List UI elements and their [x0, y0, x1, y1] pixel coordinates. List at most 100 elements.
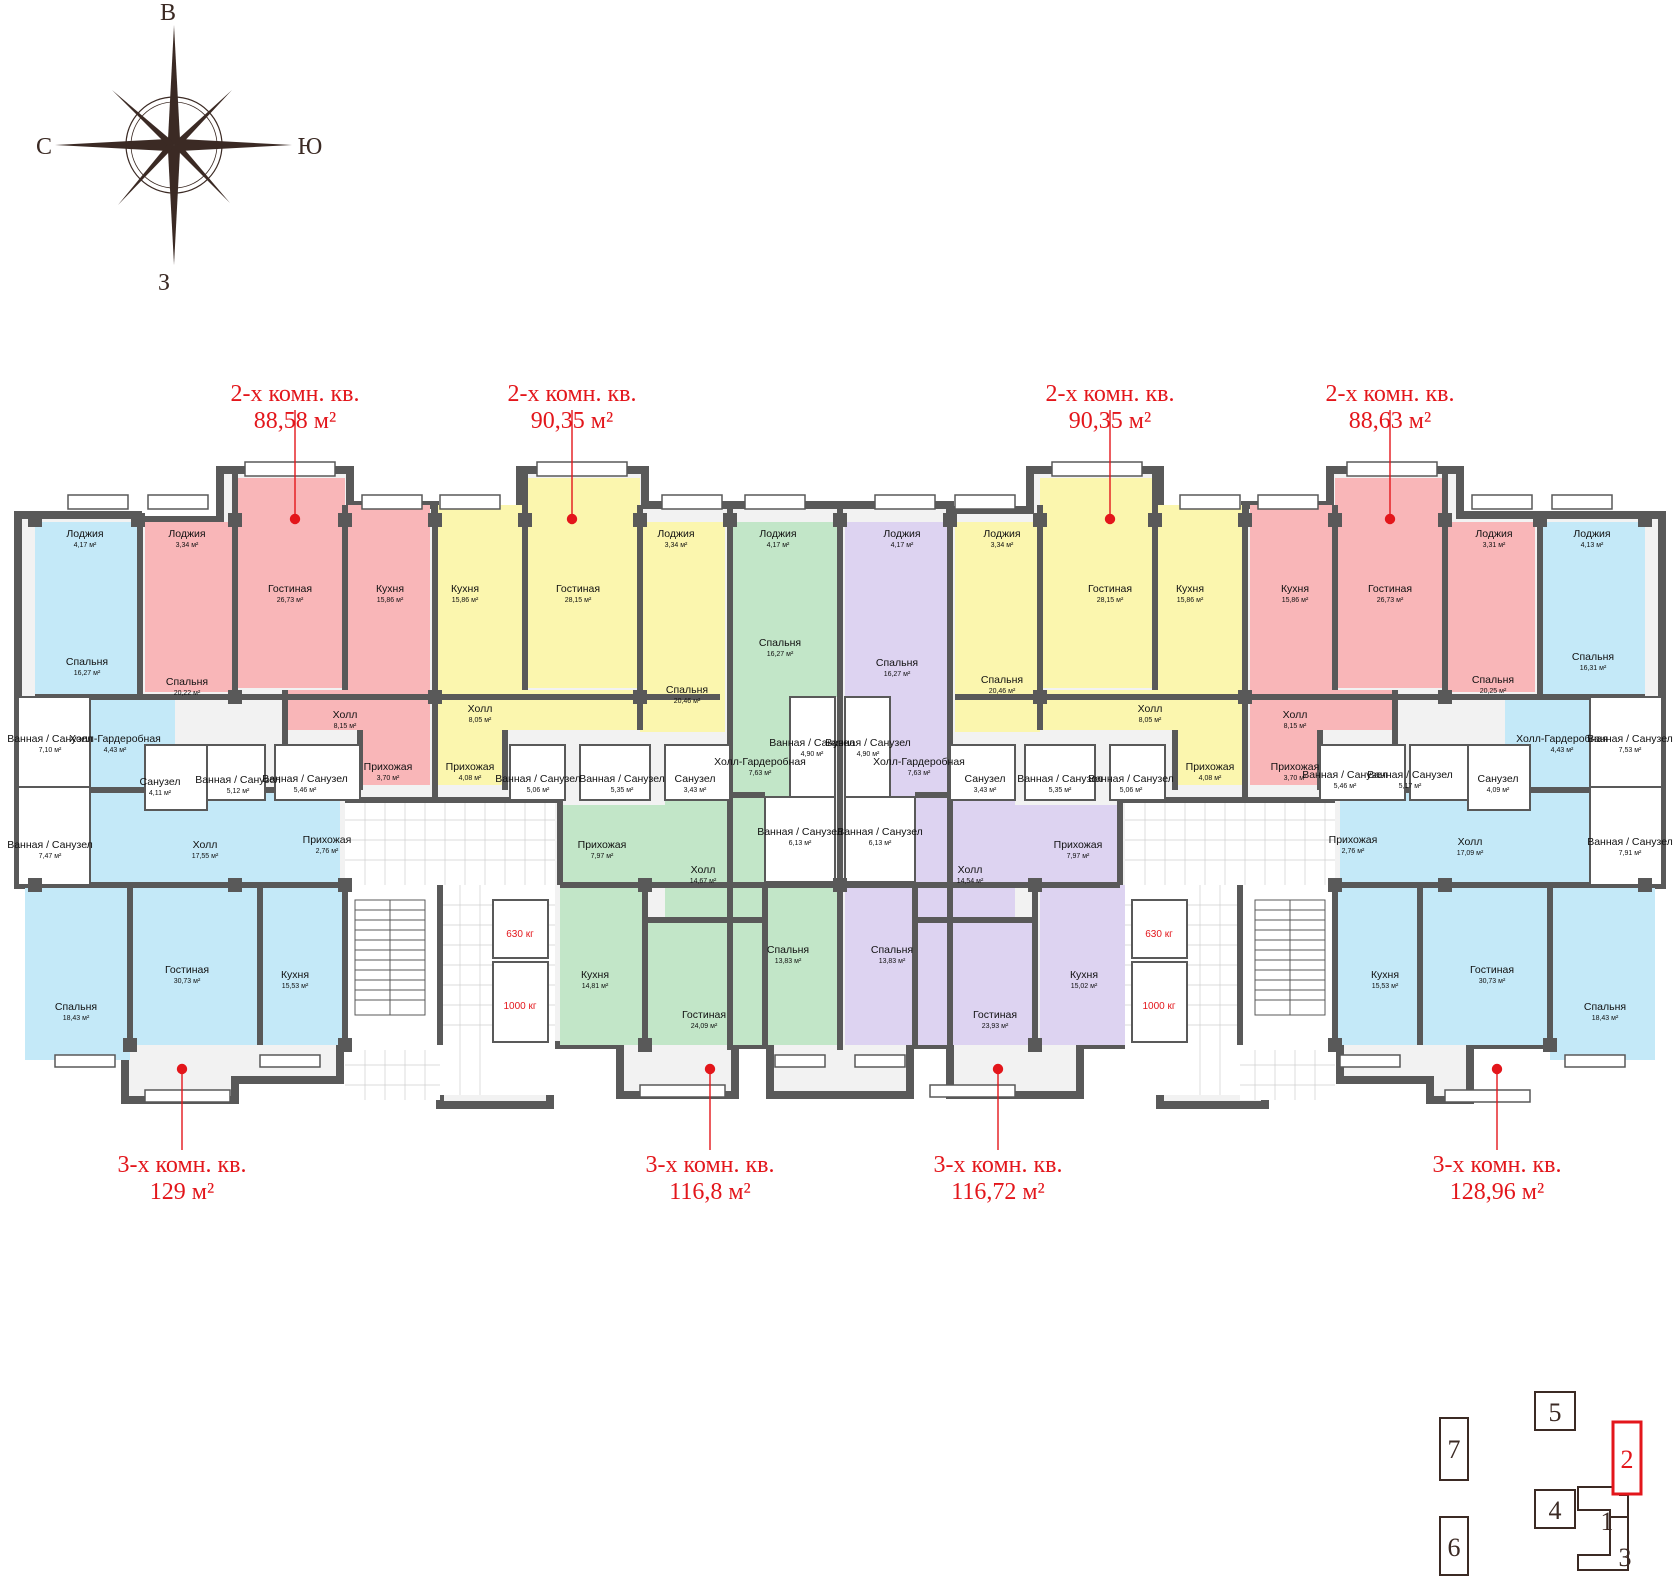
structural-column: [228, 690, 242, 704]
room-name: Лоджия: [1573, 528, 1610, 540]
apartment-1-title: 2-х комн. кв.: [231, 381, 360, 407]
structural-column: [638, 878, 652, 892]
room-area: 15,86 м²: [1282, 597, 1309, 604]
room-name: Лоджия: [1475, 528, 1512, 540]
room-name: Ванная / Санузел: [1587, 836, 1673, 848]
apartment-6-title: 3-х комн. кв.: [646, 1152, 775, 1178]
room-name: Лоджия: [168, 528, 205, 540]
room-area: 16,27 м²: [884, 671, 911, 678]
room-area: 3,34 м²: [176, 542, 199, 549]
lift-left-small-capacity: 630 кг: [506, 929, 534, 940]
room-name: Ванная / Санузел: [769, 737, 855, 749]
building-1-number: 1: [1601, 1507, 1614, 1536]
structural-column: [1638, 513, 1652, 527]
room-area: 2,76 м²: [316, 848, 339, 855]
room-name: Холл-Гардеробная: [1516, 733, 1608, 745]
room-area: 7,91 м²: [1619, 850, 1642, 857]
room-name: Лоджия: [983, 528, 1020, 540]
room-name: Гостиная: [682, 1009, 726, 1021]
room-name: Санузел: [675, 773, 716, 785]
compass-west-label: С: [36, 134, 52, 160]
structural-column: [338, 513, 352, 527]
room-area: 23,93 м²: [982, 1023, 1009, 1030]
structural-column: [1238, 513, 1252, 527]
room-name: Спальня: [166, 676, 208, 688]
site-plan-numbers: 1 5 7 2 4 6 3: [1448, 1398, 1634, 1572]
room-area: 2,76 м²: [1342, 848, 1365, 855]
room-name: Гостиная: [1470, 964, 1514, 976]
room-name: Кухня: [1281, 583, 1309, 595]
structural-column: [638, 1038, 652, 1052]
staircase-right: [1254, 899, 1326, 1016]
lift-left-large-capacity: 1000 кг: [503, 1001, 536, 1012]
room-area: 4,11 м²: [149, 790, 172, 797]
room-name: Санузел: [140, 776, 181, 788]
room-area: 20,22 м²: [174, 690, 201, 697]
building-6-number: 6: [1448, 1533, 1461, 1562]
room-name: Ванная / Санузел: [825, 737, 911, 749]
room-name: Лоджия: [66, 528, 103, 540]
room-name: Гостиная: [268, 583, 312, 595]
room-name: Холл: [193, 839, 218, 851]
room-name: Кухня: [451, 583, 479, 595]
structural-column: [1438, 878, 1452, 892]
apartment-markers: [176, 410, 1503, 1150]
room-name: Спальня: [1472, 674, 1514, 686]
apartment-7-title: 3-х комн. кв.: [934, 1152, 1063, 1178]
room-name: Холл-Гардеробная: [69, 733, 161, 745]
room-area: 7,10 м²: [39, 747, 62, 754]
room-label: Спальня 20,22 м²: [166, 676, 208, 697]
building-2-outline: [1611, 1420, 1643, 1496]
building-5-outline: [1534, 1391, 1576, 1431]
room-area: 5,12 м²: [227, 788, 250, 795]
structural-column: [1033, 690, 1047, 704]
building-3-outline: [1577, 1516, 1629, 1571]
structural-column: [338, 878, 352, 892]
room-label: Лоджия 3,31 м²: [1475, 528, 1512, 549]
room-area: 20,46 м²: [989, 688, 1016, 695]
structural-column: [943, 513, 957, 527]
room-area: 3,31 м²: [1483, 542, 1506, 549]
room-name: Холл: [333, 709, 358, 721]
room-label: Ванная / Санузел 7,91 м²: [1587, 836, 1673, 857]
room-area: 5,06 м²: [1120, 787, 1143, 794]
structural-column: [428, 690, 442, 704]
building-6-outline: [1439, 1516, 1469, 1576]
room-area: 5,46 м²: [1334, 783, 1357, 790]
room-area: 14,54 м²: [957, 878, 984, 885]
structural-column: [28, 513, 42, 527]
room-area: 3,34 м²: [991, 542, 1014, 549]
room-area: 26,73 м²: [1377, 597, 1404, 604]
room-area: 7,97 м²: [1067, 853, 1090, 860]
room-name: Ванная / Санузел: [579, 773, 665, 785]
structural-column: [1328, 513, 1342, 527]
room-name: Спальня: [55, 1001, 97, 1013]
room-name: Прихожая: [446, 761, 495, 773]
room-name: Прихожая: [303, 834, 352, 846]
structural-column: [1638, 878, 1652, 892]
structural-column: [833, 878, 847, 892]
